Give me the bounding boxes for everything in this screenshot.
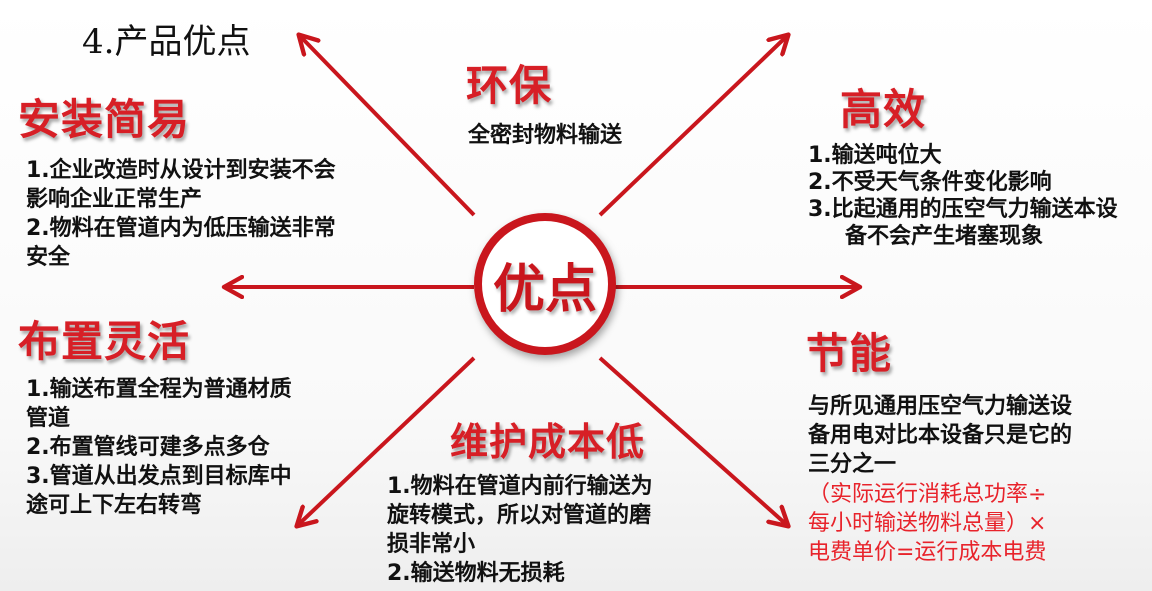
energy-formula: （实际运行消耗总功率÷ 每小时输送物料总量）× 电费单价=运行成本电费	[808, 480, 1046, 567]
layout-line: 管道	[26, 406, 71, 431]
energy-text: 与所见通用压空气力输送设 备用电对比本设备只是它的 三分之一	[808, 392, 1072, 479]
install-line: 1.企业改造时从设计到安装不会	[26, 158, 336, 183]
layout-line: 2.布置管线可建多点多仓	[26, 435, 270, 460]
energy-line: 与所见通用压空气力输送设	[808, 394, 1073, 419]
maintenance-text: 1.物料在管道内前行输送为 旋转模式，所以对管道的磨 损非常小 2.输送物料无损…	[387, 472, 653, 588]
install-line: 2.物料在管道内为低压输送非常	[26, 216, 336, 241]
env-text: 全密封物料输送	[468, 121, 622, 150]
efficient-line: 3.比起通用的压空气力输送本设	[808, 197, 1118, 222]
install-line: 影响企业正常生产	[26, 187, 203, 212]
maintenance-line: 2.输送物料无损耗	[387, 561, 565, 586]
page-title: 4.产品优点	[82, 22, 251, 62]
layout-line: 途可上下左右转弯	[26, 493, 203, 518]
center-circle: 优点	[474, 213, 616, 355]
install-line: 安全	[26, 245, 71, 270]
efficient-line: 2.不受天气条件变化影响	[808, 170, 1052, 195]
install-text: 1.企业改造时从设计到安装不会 影响企业正常生产 2.物料在管道内为低压输送非常…	[26, 156, 336, 272]
maintenance-line: 损非常小	[387, 532, 476, 557]
energy-line: 备用电对比本设备只是它的	[808, 423, 1073, 448]
efficient-text: 1.输送吨位大 2.不受天气条件变化影响 3.比起通用的压空气力输送本设 备不会…	[808, 142, 1118, 250]
env-line: 全密封物料输送	[468, 123, 623, 148]
layout-text: 1.输送布置全程为普通材质 管道 2.布置管线可建多点多仓 3.管道从出发点到目…	[26, 375, 292, 520]
arrow-down-left	[298, 356, 476, 525]
layout-heading: 布置灵活	[18, 317, 191, 366]
energy-line: 三分之一	[808, 452, 897, 477]
center-label: 优点	[492, 259, 597, 320]
formula-line: 电费单价=运行成本电费	[808, 540, 1047, 565]
install-heading: 安装简易	[18, 95, 191, 144]
arrow-up-left	[300, 36, 476, 217]
maintenance-line: 1.物料在管道内前行输送为	[387, 474, 653, 499]
arrow-up-right	[598, 36, 787, 217]
formula-line: （实际运行消耗总功率÷	[808, 482, 1047, 507]
layout-line: 1.输送布置全程为普通材质	[26, 377, 292, 402]
env-heading: 环保	[466, 61, 553, 110]
layout-line: 3.管道从出发点到目标库中	[26, 464, 292, 489]
efficient-heading: 高效	[840, 85, 927, 134]
arrow-down-right	[598, 356, 787, 525]
efficient-line: 备不会产生堵塞现象	[845, 224, 1044, 249]
efficient-line: 1.输送吨位大	[808, 143, 942, 168]
formula-line: 每小时输送物料总量）×	[808, 511, 1047, 536]
energy-heading: 节能	[806, 329, 893, 378]
maintenance-line: 旋转模式，所以对管道的磨	[387, 503, 652, 528]
maintenance-heading: 维护成本低	[450, 420, 646, 464]
